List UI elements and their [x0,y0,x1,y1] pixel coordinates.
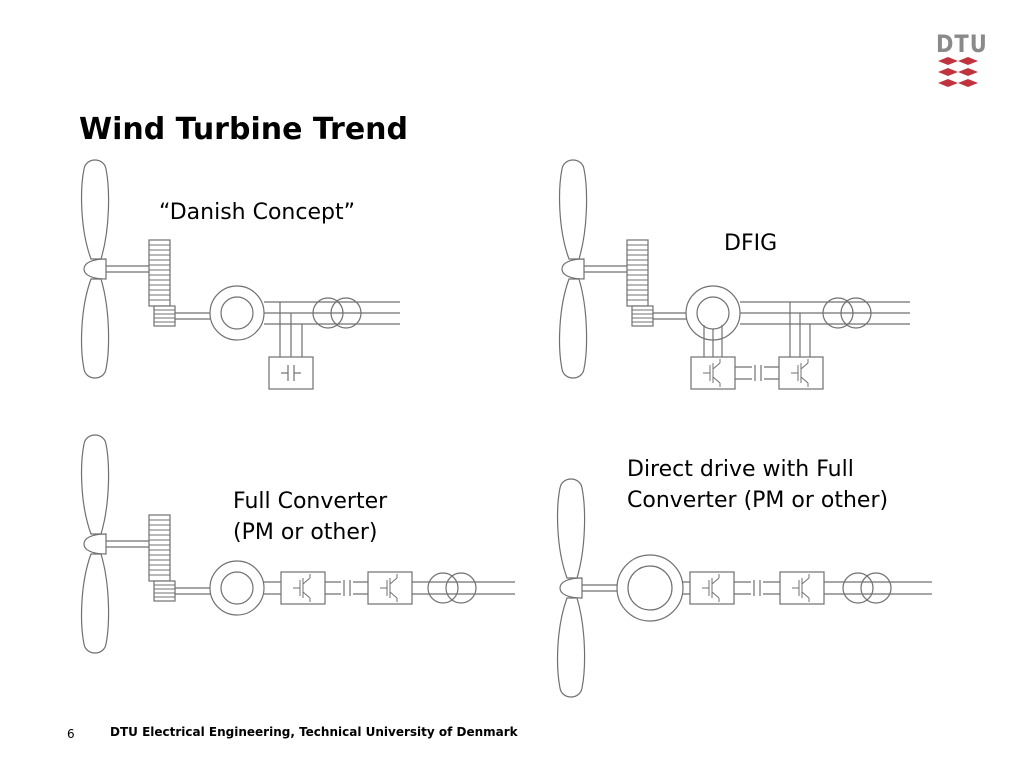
direct-drive-label-line2: Converter (PM or other) [627,488,889,513]
dtu-logo: DTU [936,30,988,94]
logo-text: DTU [936,30,988,58]
full-converter-label-line1: Full Converter [233,489,388,514]
direct-drive-diagram [556,478,932,698]
direct-drive-label-line1: Direct drive with Full [627,457,854,482]
danish-concept-label: “Danish Concept” [159,200,355,225]
full-converter-diagram [80,434,515,654]
page-number: 6 [67,727,75,741]
dfig-label: DFIG [724,231,778,256]
footer-text: DTU Electrical Engineering, Technical Un… [110,725,518,739]
full-converter-label-line2: (PM or other) [233,520,378,545]
slide-title: Wind Turbine Trend [79,112,409,147]
dfig-diagram [558,159,910,390]
danish-concept-diagram [80,159,400,390]
dtu-waves-icon [938,57,978,87]
